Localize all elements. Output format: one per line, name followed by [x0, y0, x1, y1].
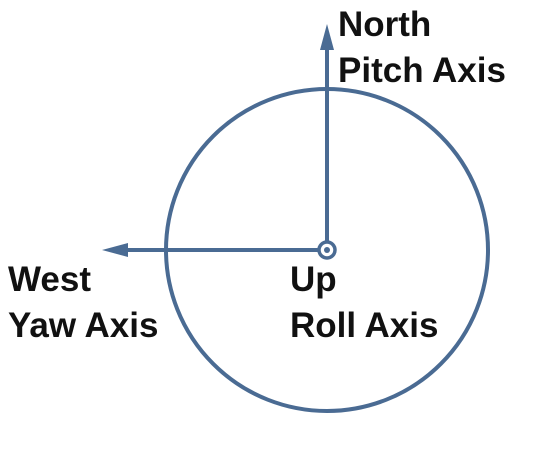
- pitch-axis-arrowhead: [320, 24, 334, 50]
- roll-axis-label: Roll Axis: [290, 306, 439, 345]
- up-label-line1: Up: [290, 260, 337, 299]
- roll-axis-marker-dot: [324, 247, 330, 253]
- pitch-axis-label: Pitch Axis: [338, 51, 506, 90]
- west-label: West Yaw Axis: [8, 257, 158, 349]
- yaw-axis-arrowhead: [102, 243, 128, 257]
- north-label: North Pitch Axis: [338, 2, 506, 94]
- yaw-axis-label: Yaw Axis: [8, 306, 159, 345]
- west-label-line1: West: [8, 260, 91, 299]
- north-label-line1: North: [338, 5, 432, 44]
- up-label: Up Roll Axis: [290, 257, 438, 349]
